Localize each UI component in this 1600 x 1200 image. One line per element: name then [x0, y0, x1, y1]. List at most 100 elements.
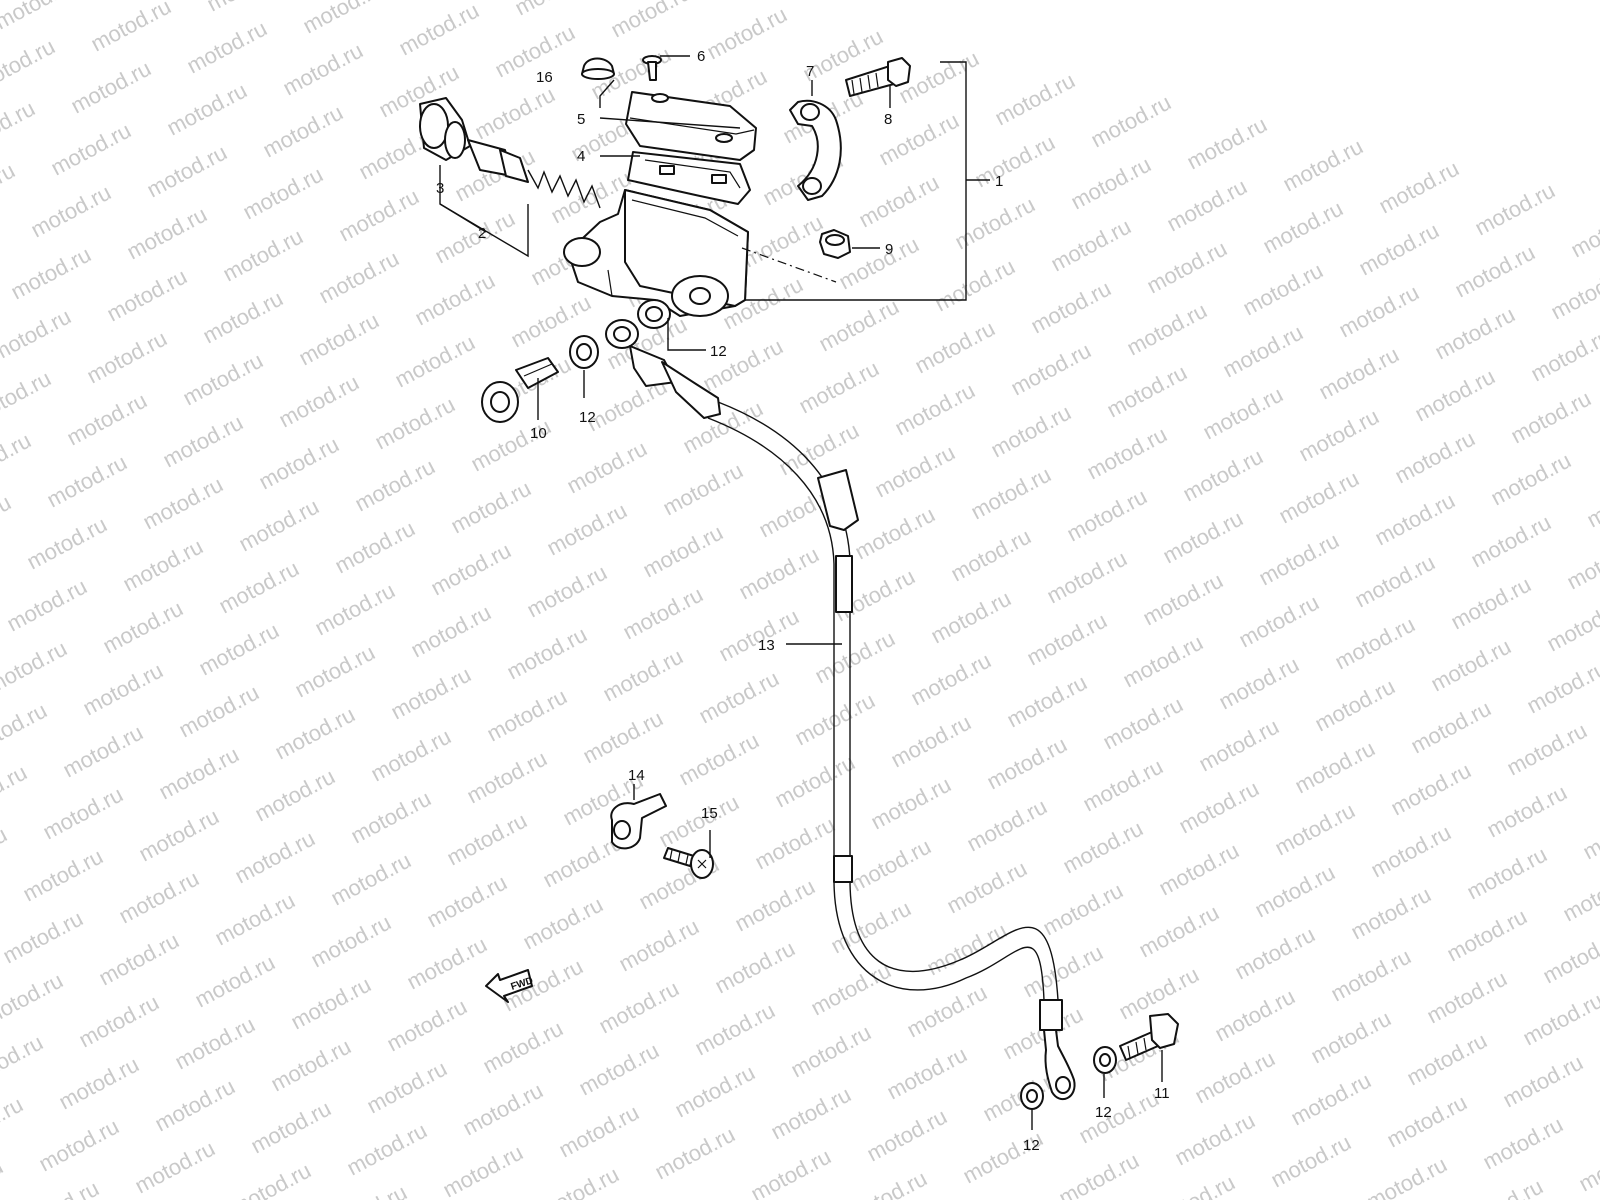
watermark-text: motod.ru: [1347, 882, 1435, 945]
watermark-text: motod.ru: [615, 914, 703, 977]
watermark-text: motod.ru: [199, 286, 287, 349]
watermark-text: motod.ru: [887, 710, 975, 773]
watermark-text: motod.ru: [423, 870, 511, 933]
watermark-text: motod.ru: [639, 520, 727, 583]
watermark-text: motod.ru: [927, 586, 1015, 649]
watermark-text: motod.ru: [227, 1158, 315, 1200]
watermark-text: motod.ru: [1155, 838, 1243, 901]
watermark-text: motod.ru: [75, 990, 163, 1053]
watermark-text: motod.ru: [443, 808, 531, 871]
watermark-text: motod.ru: [179, 348, 267, 411]
watermark-text: motod.ru: [1467, 510, 1555, 573]
watermark-text: motod.ru: [1219, 320, 1307, 383]
watermark-text: motod.ru: [1179, 444, 1267, 507]
watermark-text: motod.ru: [1067, 152, 1155, 215]
watermark-text: motod.ru: [1291, 736, 1379, 799]
watermark-text: motod.ru: [383, 994, 471, 1057]
watermark-text: motod.ru: [671, 1060, 759, 1123]
watermark-text: motod.ru: [1503, 718, 1591, 781]
watermark-text: motod.ru: [479, 1016, 567, 1079]
watermark-text: motod.ru: [135, 804, 223, 867]
watermark-text: motod.ru: [175, 680, 263, 743]
reservoir-gasket-plate: [627, 151, 751, 205]
cap-plug-16: [581, 57, 615, 80]
watermark-text: motod.ru: [55, 1052, 143, 1115]
watermark-text: motod.ru: [691, 998, 779, 1061]
watermark-text: motod.ru: [1059, 816, 1147, 879]
watermark-text: motod.ru: [1195, 714, 1283, 777]
watermark-text: motod.ru: [159, 410, 247, 473]
watermark-text: motod.ru: [0, 490, 15, 553]
watermark-text: motod.ru: [391, 330, 479, 393]
watermark-text: motod.ru: [983, 732, 1071, 795]
watermark-text: motod.ru: [1171, 1108, 1259, 1171]
watermark-text: motod.ru: [43, 450, 131, 513]
watermark-text: motod.ru: [331, 516, 419, 579]
watermark-text: motod.ru: [35, 1114, 123, 1177]
watermark-text: motod.ru: [1199, 382, 1287, 445]
watermark-text: motod.ru: [1411, 364, 1499, 427]
leader-lines: [439, 55, 1163, 1130]
watermark-text: motod.ru: [867, 772, 955, 835]
callout-14: 14: [628, 767, 645, 784]
hose-banjo-upper: [605, 319, 721, 419]
watermark-text: motod.ru: [883, 1042, 971, 1105]
watermark-text: motod.ru: [83, 326, 171, 389]
callout-8: 8: [884, 111, 892, 128]
watermark-text: motod.ru: [563, 436, 651, 499]
watermark-text: motod.ru: [655, 790, 743, 853]
watermark-text: motod.ru: [151, 1074, 239, 1137]
watermark-text: motod.ru: [143, 140, 231, 203]
watermark-text: motod.ru: [0, 34, 59, 97]
watermark-text: motod.ru: [731, 874, 819, 937]
watermark-text: motod.ru: [139, 472, 227, 535]
watermark-text: motod.ru: [491, 20, 579, 83]
watermark-text: motod.ru: [1519, 988, 1600, 1051]
watermark-text: motod.ru: [987, 400, 1075, 463]
watermark-text: motod.ru: [1295, 404, 1383, 467]
watermark-text: motod.ru: [1191, 1046, 1279, 1109]
watermark-text: motod.ru: [191, 950, 279, 1013]
reservoir-cap: [625, 91, 757, 161]
screw-15: [663, 847, 714, 879]
watermark-text: motod.ru: [863, 1104, 951, 1167]
watermark-text: motod.ru: [815, 294, 903, 357]
watermark-text: motod.ru: [1135, 900, 1223, 963]
watermark-text: motod.ru: [1427, 634, 1515, 697]
watermark-text: motod.ru: [123, 202, 211, 265]
watermark-text: motod.ru: [235, 494, 323, 557]
watermark-text: motod.ru: [79, 658, 167, 721]
watermark-text: motod.ru: [607, 0, 695, 42]
watermark-text: motod.ru: [851, 502, 939, 565]
callout-5: 5: [577, 111, 585, 128]
watermark-text: motod.ru: [267, 1034, 355, 1097]
watermark-text: motod.ru: [811, 626, 899, 689]
watermark-text: motod.ru: [0, 428, 35, 491]
watermark-text: motod.ru: [543, 498, 631, 561]
watermark-text: motod.ru: [1151, 1170, 1239, 1200]
watermark-text: motod.ru: [1443, 904, 1531, 967]
watermark-text: motod.ru: [299, 0, 387, 38]
watermark-text: motod.ru: [1543, 594, 1600, 657]
watermark-text: motod.ru: [1579, 802, 1600, 865]
watermark-text: motod.ru: [1331, 612, 1419, 675]
clamp-holder-7: [789, 99, 842, 201]
watermark-text: motod.ru: [39, 782, 127, 845]
callout-1: 1: [995, 173, 1003, 190]
watermark-text: motod.ru: [0, 698, 51, 761]
watermark-text: motod.ru: [1271, 798, 1359, 861]
watermark-text: motod.ru: [1567, 200, 1600, 263]
watermark-text: motod.ru: [1183, 112, 1271, 175]
watermark-text: motod.ru: [279, 38, 367, 101]
watermark-text: motod.ru: [1287, 1068, 1375, 1131]
watermark-text: motod.ru: [923, 918, 1011, 981]
watermark-text: motod.ru: [795, 356, 883, 419]
watermark-text: motod.ru: [1047, 214, 1135, 277]
washer-12-upper-left: [569, 335, 599, 369]
watermark-text: motod.ru: [1087, 90, 1175, 153]
washer-12-upper-right: [637, 299, 671, 329]
watermark-text: motod.ru: [1119, 630, 1207, 693]
watermark-text: motod.ru: [595, 976, 683, 1039]
watermark-text: motod.ru: [463, 746, 551, 809]
